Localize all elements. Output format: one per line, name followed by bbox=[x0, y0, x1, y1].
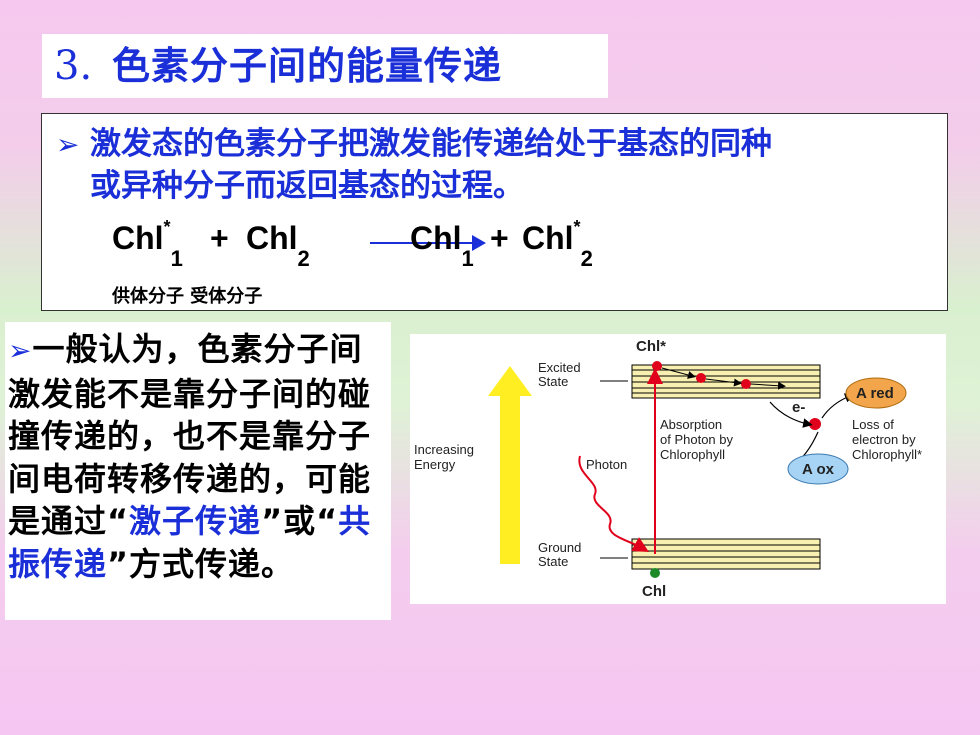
photon-label: Photon bbox=[586, 457, 627, 472]
increasing-energy-arrowhead bbox=[488, 366, 532, 396]
electron-dot bbox=[696, 373, 706, 383]
title-box: 3. 色素分子间的能量传递 bbox=[42, 34, 608, 98]
loss-line-3: Chlorophyll* bbox=[852, 447, 922, 462]
reaction-arrow-icon bbox=[472, 235, 486, 251]
plus-sign-1: + bbox=[210, 220, 229, 256]
photon-wave bbox=[578, 455, 649, 552]
bullet-arrow-icon: ➢ bbox=[56, 128, 80, 161]
a-red-oval bbox=[845, 377, 907, 409]
energy-diagram-svg: Chl* Excited State A red e- Absorption o… bbox=[414, 338, 922, 600]
excited-state-bars bbox=[631, 364, 821, 399]
explanation-box bbox=[5, 322, 391, 620]
page-title: 色素分子间的能量传递 bbox=[112, 44, 503, 88]
exciton-transfer-highlight: 激子传递 bbox=[129, 502, 262, 540]
acceptor-ground-term: Chl2 bbox=[246, 220, 310, 272]
energy-transfer-equation: Chl*1 + Chl2 Chl1 + Chl*2 bbox=[112, 217, 672, 272]
definition-box: ➢ 激发态的色素分子把激发能传递给处于基态的同种 或异种分子而返回基态的过程。 … bbox=[41, 113, 948, 311]
ground-state-label: State bbox=[538, 554, 568, 569]
excited-state-label: State bbox=[538, 374, 568, 389]
donor-acceptor-label: 供体分子 受体分子 bbox=[112, 286, 263, 307]
a-red-label: A red bbox=[856, 385, 894, 402]
acceptor-excited-term: Chl*2 bbox=[522, 217, 593, 272]
donor-excited-term: Chl*1 bbox=[112, 217, 183, 272]
loss-line-2: electron by bbox=[852, 432, 916, 447]
excited-label: Excited bbox=[538, 360, 581, 375]
chl-label: Chl bbox=[642, 583, 666, 600]
explanation-text: ➢一般认为，色素分子间激发能不是靠分子间的碰撞传递的，也不是靠分子间电荷转移传递… bbox=[8, 330, 372, 583]
chl-star-label: Chl* bbox=[636, 338, 666, 355]
energy-diagram: Chl* Excited State A red e- Absorption o… bbox=[410, 334, 946, 604]
definition-line-2: 或异种分子而返回基态的过程。 bbox=[90, 168, 524, 204]
a-ox-label: A ox bbox=[802, 461, 835, 478]
section-number: 3. bbox=[54, 43, 93, 89]
electron-label: e- bbox=[792, 399, 805, 416]
bullet-arrow-icon: ➢ bbox=[8, 334, 33, 367]
definition-line-1: 激发态的色素分子把激发能传递给处于基态的同种 bbox=[90, 126, 772, 162]
a-ox-oval bbox=[787, 453, 849, 485]
absorption-line-2: of Photon by bbox=[660, 432, 733, 447]
loss-line-1: Loss of bbox=[852, 417, 894, 432]
increasing-energy-arrow bbox=[500, 394, 520, 564]
ground-state-bars bbox=[631, 538, 821, 570]
ground-label: Ground bbox=[538, 540, 581, 555]
absorption-line-3: Chlorophyll bbox=[660, 447, 725, 462]
electron-dot bbox=[741, 379, 751, 389]
energy-label: Energy bbox=[414, 457, 456, 472]
increasing-label: Increasing bbox=[414, 442, 474, 457]
reaction-arrow-line bbox=[370, 242, 478, 244]
electron-transfer-dot bbox=[809, 418, 821, 430]
ground-chl-dot bbox=[650, 568, 660, 578]
absorption-line-1: Absorption bbox=[660, 417, 722, 432]
donor-ground-term: Chl1 bbox=[410, 220, 474, 272]
plus-sign-2: + bbox=[490, 220, 509, 256]
resonance-transfer-highlight: 共振传递 bbox=[8, 502, 372, 583]
electron-dot bbox=[652, 361, 662, 371]
